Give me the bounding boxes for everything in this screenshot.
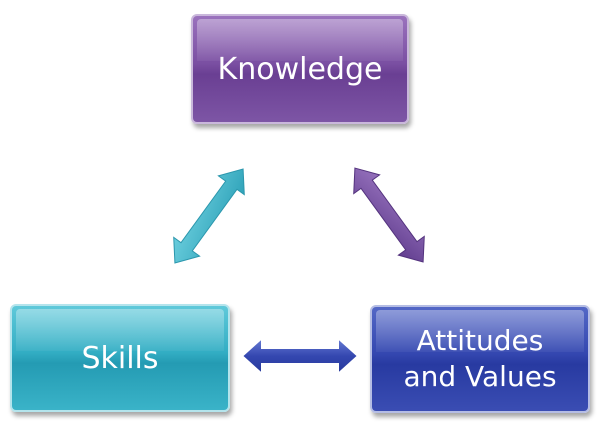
- node-skills: Skills: [10, 304, 230, 412]
- arrow-skills-attitudes: [240, 335, 360, 377]
- node-knowledge-label: Knowledge: [217, 51, 383, 87]
- arrow-knowledge-attitudes: [353, 167, 425, 263]
- node-knowledge: Knowledge: [191, 14, 409, 124]
- node-skills-label: Skills: [81, 340, 159, 376]
- node-attitudes-values: Attitudes and Values: [370, 305, 590, 413]
- node-attitudes-values-label: Attitudes and Values: [403, 323, 557, 393]
- arrow-knowledge-skills: [173, 168, 245, 264]
